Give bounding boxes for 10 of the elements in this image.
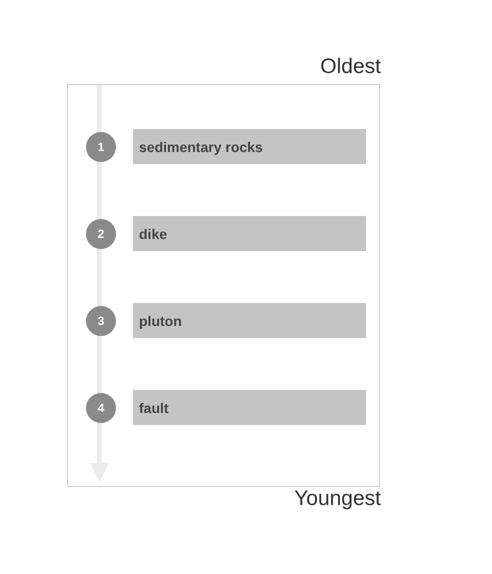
step-number-circle: 1: [86, 132, 116, 162]
start-label: Oldest: [320, 55, 381, 79]
event-bar: pluton: [133, 303, 366, 338]
step-number-circle: 2: [86, 219, 116, 249]
event-bar: sedimentary rocks: [133, 129, 366, 164]
step-number-circle: 3: [86, 306, 116, 336]
step-number-circle: 4: [86, 393, 116, 423]
end-label: Youngest: [294, 487, 381, 511]
event-bar: fault: [133, 390, 366, 425]
event-bar: dike: [133, 216, 366, 251]
